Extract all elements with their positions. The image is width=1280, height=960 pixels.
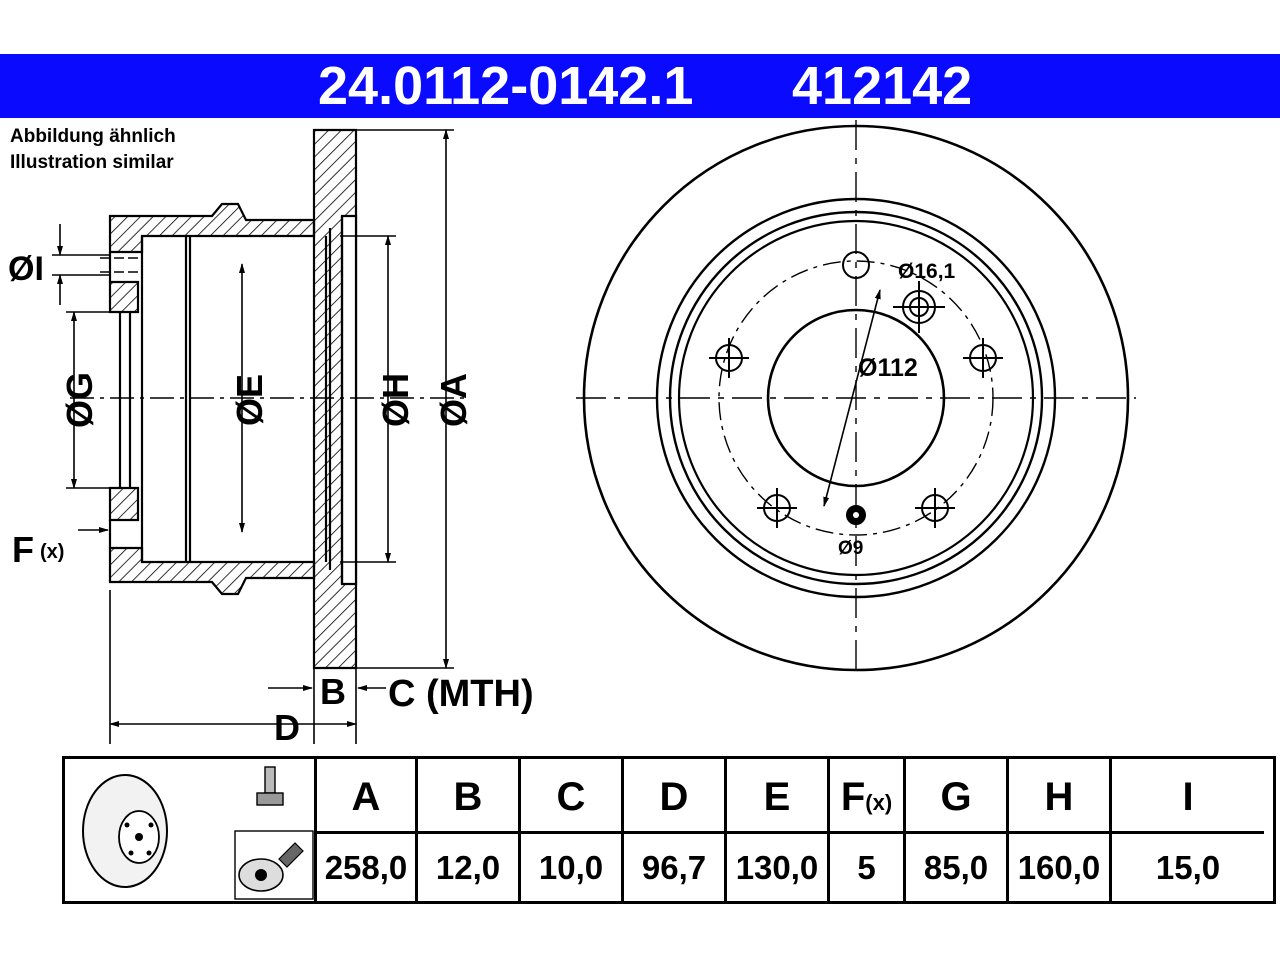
column-value: 96,7 bbox=[641, 849, 707, 886]
header-sub-label: (x) bbox=[865, 790, 893, 815]
header-label: A bbox=[351, 775, 381, 819]
column-header: C bbox=[521, 759, 621, 834]
column-f: F(x) 5 bbox=[830, 759, 906, 901]
threaded-hole bbox=[893, 281, 945, 333]
column-value: 160,0 bbox=[1017, 849, 1101, 886]
column-value: 10,0 bbox=[538, 849, 604, 886]
part-number: 24.0112-0142.1 bbox=[318, 56, 694, 116]
section-labels: ØI ØG ØE ØH ØA F (x) B C (MTH) D bbox=[8, 250, 534, 748]
header-label: H bbox=[1044, 775, 1074, 819]
column-header: E bbox=[727, 759, 827, 834]
label-f: F bbox=[12, 529, 34, 570]
header-label: G bbox=[940, 775, 972, 819]
bolt-hole bbox=[709, 338, 749, 378]
column-header: A bbox=[317, 759, 415, 834]
wheel-hub-cleaning-icon bbox=[234, 830, 314, 900]
column-g: G 85,0 bbox=[906, 759, 1009, 901]
reference-number: 412142 bbox=[792, 56, 973, 116]
header-label: D bbox=[659, 775, 689, 819]
dimension-table: A 258,0 B 12,0 C 10,0 D 96,7 E 130,0 F(x) 5 G 85,0 H 16… bbox=[62, 756, 1276, 904]
column-value: 5 bbox=[857, 849, 876, 886]
column-e: E 130,0 bbox=[727, 759, 830, 901]
bolt-hole bbox=[963, 338, 1003, 378]
label-dia-e: ØE bbox=[229, 374, 270, 426]
column-d: D 96,7 bbox=[624, 759, 727, 901]
column-value: 258,0 bbox=[324, 849, 408, 886]
label-dia-h: ØH bbox=[375, 373, 416, 427]
front-view bbox=[576, 120, 1136, 676]
column-value: 130,0 bbox=[735, 849, 819, 886]
header-label: C bbox=[556, 775, 586, 819]
column-header: H bbox=[1009, 759, 1109, 834]
column-h: H 160,0 bbox=[1009, 759, 1112, 901]
label-pin-dia: Ø9 bbox=[838, 538, 863, 559]
label-c-mth: C (MTH) bbox=[388, 673, 534, 715]
bolt-hole bbox=[757, 488, 797, 528]
column-i: I 15,0 bbox=[1112, 759, 1264, 901]
header-label: B bbox=[453, 775, 483, 819]
column-c: C 10,0 bbox=[521, 759, 624, 901]
bolt-holes bbox=[709, 251, 1003, 528]
label-dia-a: ØA bbox=[433, 373, 474, 427]
column-header: F(x) bbox=[830, 759, 903, 834]
table-icons bbox=[65, 759, 317, 901]
pin-hole bbox=[846, 505, 866, 525]
note-english: Illustration similar bbox=[10, 152, 174, 173]
bolt-hole bbox=[915, 488, 955, 528]
title-bar: 24.0112-0142.1 412142 bbox=[0, 54, 1280, 118]
label-dia-g: ØG bbox=[59, 372, 100, 428]
column-header: D bbox=[624, 759, 724, 834]
header-label: E bbox=[763, 775, 791, 819]
column-header: B bbox=[418, 759, 518, 834]
column-b: B 12,0 bbox=[418, 759, 521, 901]
label-b: B bbox=[320, 671, 346, 712]
label-dia-i: ØI bbox=[8, 250, 44, 288]
label-d: D bbox=[274, 707, 300, 748]
label-f-sub: (x) bbox=[40, 541, 64, 563]
label-pcd: Ø112 bbox=[858, 354, 918, 382]
label-hole-dia: Ø16,1 bbox=[898, 260, 956, 283]
section-view bbox=[70, 128, 470, 670]
front-labels: Ø16,1 Ø112 Ø9 bbox=[838, 260, 956, 559]
brake-disc-thumbnail-icon bbox=[82, 766, 314, 900]
illustration-note: Abbildung ähnlich Illustration similar bbox=[10, 124, 176, 176]
column-a: A 258,0 bbox=[317, 759, 418, 901]
column-value: 12,0 bbox=[435, 849, 501, 886]
column-header: I bbox=[1112, 759, 1264, 834]
column-header: G bbox=[906, 759, 1006, 834]
section-dimensions bbox=[52, 129, 454, 744]
header-label: I bbox=[1182, 775, 1194, 819]
column-value: 85,0 bbox=[923, 849, 989, 886]
bolt-hole bbox=[842, 251, 870, 279]
bolt-icon bbox=[256, 766, 284, 806]
header-label: F bbox=[840, 775, 866, 819]
note-german: Abbildung ähnlich bbox=[10, 126, 176, 147]
column-value: 15,0 bbox=[1155, 849, 1221, 886]
